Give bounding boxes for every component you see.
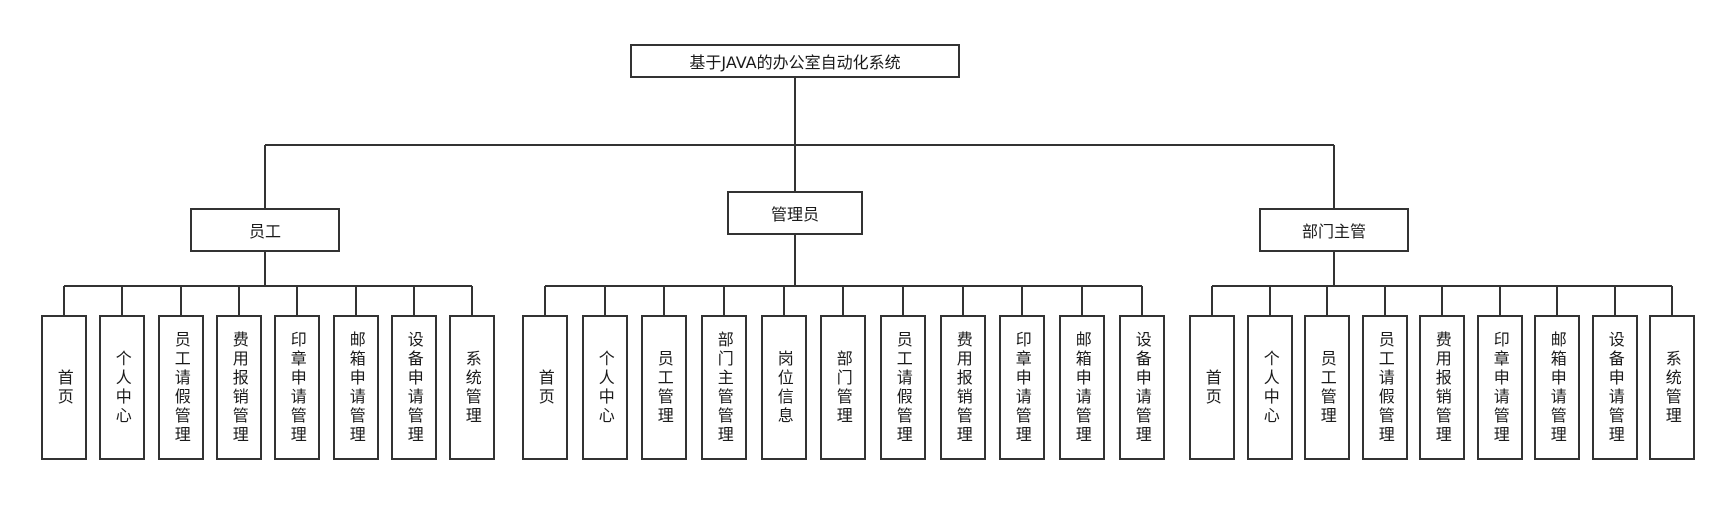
leaf-node: 员工管理 (1304, 315, 1350, 460)
leaf-label: 邮箱申请管理 (346, 330, 366, 445)
leaf-node: 系统管理 (1649, 315, 1695, 460)
leaf-label: 设备申请管理 (1605, 330, 1625, 445)
leaf-node: 首页 (1189, 315, 1235, 460)
leaf-node: 个人中心 (1247, 315, 1293, 460)
leaf-label: 费用报销管理 (229, 330, 249, 445)
leaf-label: 首页 (54, 368, 74, 407)
leaf-node: 部门管理 (820, 315, 866, 460)
branch-node-admin: 管理员 (727, 191, 863, 235)
leaf-label: 设备申请管理 (1132, 330, 1152, 445)
leaf-label: 系统管理 (462, 349, 482, 426)
leaf-label: 系统管理 (1662, 349, 1682, 426)
branch-node-label: 部门主管 (1301, 222, 1366, 241)
branch-node-label: 员工 (248, 222, 281, 241)
leaf-node: 部门主管管理 (701, 315, 747, 460)
leaf-node: 员工请假管理 (158, 315, 204, 460)
branch-node-employee: 员工 (190, 208, 340, 252)
leaf-label: 印章申请管理 (1490, 330, 1510, 445)
branch-node-dept-head: 部门主管 (1259, 208, 1409, 252)
leaf-node: 首页 (522, 315, 568, 460)
leaf-node: 印章申请管理 (999, 315, 1045, 460)
leaf-node: 印章申请管理 (274, 315, 320, 460)
leaf-label: 员工请假管理 (1375, 330, 1395, 445)
leaf-label: 岗位信息 (774, 349, 794, 426)
leaf-label: 员工请假管理 (171, 330, 191, 445)
leaf-label: 设备申请管理 (404, 330, 424, 445)
root-node-label: 基于JAVA的办公室自动化系统 (689, 53, 901, 72)
leaf-label: 员工管理 (1317, 349, 1337, 426)
leaf-node: 印章申请管理 (1477, 315, 1523, 460)
branch-node-label: 管理员 (770, 205, 819, 224)
leaf-label: 个人中心 (112, 349, 132, 426)
leaf-node: 个人中心 (582, 315, 628, 460)
leaf-node: 员工请假管理 (1362, 315, 1408, 460)
leaf-node: 设备申请管理 (1592, 315, 1638, 460)
leaf-label: 首页 (1202, 368, 1222, 407)
leaf-label: 员工管理 (654, 349, 674, 426)
leaf-node: 首页 (41, 315, 87, 460)
leaf-node: 邮箱申请管理 (1059, 315, 1105, 460)
leaf-node: 员工请假管理 (880, 315, 926, 460)
leaf-node: 系统管理 (449, 315, 495, 460)
leaf-node: 岗位信息 (761, 315, 807, 460)
root-node: 基于JAVA的办公室自动化系统 (630, 44, 960, 78)
leaf-node: 邮箱申请管理 (1534, 315, 1580, 460)
leaf-node: 费用报销管理 (216, 315, 262, 460)
leaf-label: 个人中心 (595, 349, 615, 426)
leaf-label: 首页 (535, 368, 555, 407)
leaf-label: 印章申请管理 (287, 330, 307, 445)
leaf-label: 邮箱申请管理 (1547, 330, 1567, 445)
leaf-node: 员工管理 (641, 315, 687, 460)
leaf-label: 部门主管管理 (714, 330, 734, 445)
leaf-label: 费用报销管理 (953, 330, 973, 445)
leaf-label: 部门管理 (833, 349, 853, 426)
leaf-label: 员工请假管理 (893, 330, 913, 445)
leaf-node: 邮箱申请管理 (333, 315, 379, 460)
leaf-label: 印章申请管理 (1012, 330, 1032, 445)
leaf-label: 个人中心 (1260, 349, 1280, 426)
leaf-node: 设备申请管理 (391, 315, 437, 460)
leaf-node: 个人中心 (99, 315, 145, 460)
leaf-node: 费用报销管理 (940, 315, 986, 460)
leaf-node: 费用报销管理 (1419, 315, 1465, 460)
leaf-label: 邮箱申请管理 (1072, 330, 1092, 445)
leaf-node: 设备申请管理 (1119, 315, 1165, 460)
leaf-label: 费用报销管理 (1432, 330, 1452, 445)
